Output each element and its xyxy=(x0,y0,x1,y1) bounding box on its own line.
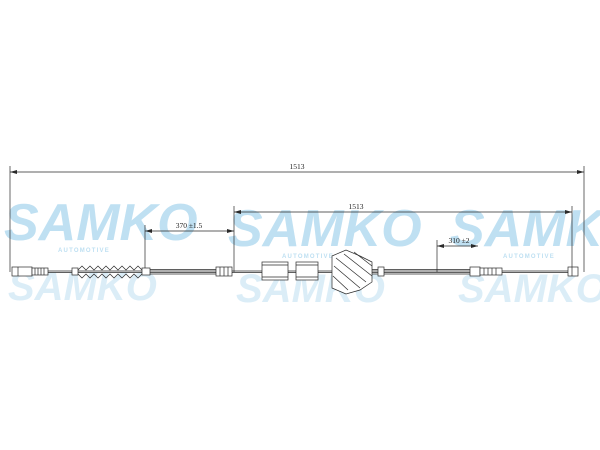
watermark-tagline: AUTOMOTIVE xyxy=(282,254,334,260)
left-threaded-rod xyxy=(31,267,49,276)
cable-assembly xyxy=(11,249,579,295)
grommet-left xyxy=(261,261,289,281)
grommet-right xyxy=(295,261,319,281)
watermark-brand: SAMKO xyxy=(228,200,422,258)
right-end-nipple xyxy=(567,266,579,277)
watermark-logo-center: SAMKO AUTOMOTIVE SAMKO xyxy=(228,200,422,311)
right-segment-dimension: 310 ±2 xyxy=(436,236,478,272)
overall-dimension: 1513 xyxy=(9,162,585,272)
watermark-brand: SAMKO xyxy=(450,200,600,258)
left-segment-label: 370 ±1.5 xyxy=(176,221,203,230)
inner-dimension: 1513 xyxy=(233,202,573,272)
right-collar xyxy=(377,266,385,277)
right-ferrule xyxy=(469,266,481,277)
watermark-logo-right: SAMKO AUTOMOTIVE SAMKO xyxy=(450,200,600,311)
watermark-brand: SAMKO xyxy=(4,194,198,252)
inner-length-label: 1513 xyxy=(349,202,364,211)
spiral-guide xyxy=(331,249,373,295)
watermark-logo-left: SAMKO AUTOMOTIVE SAMKO xyxy=(4,194,198,309)
left-segment-dimension: 370 ±1.5 xyxy=(144,221,234,272)
watermark-tagline: AUTOMOTIVE xyxy=(58,248,110,254)
boot-collar xyxy=(141,267,151,276)
left-sleeve xyxy=(71,267,79,276)
right-segment-label: 310 ±2 xyxy=(449,236,470,245)
corrugated-boot xyxy=(77,265,143,279)
right-threaded-rod xyxy=(479,267,503,276)
overall-length-label: 1513 xyxy=(290,162,305,171)
left-end-fitting xyxy=(11,266,33,277)
watermark-tagline: AUTOMOTIVE xyxy=(503,254,555,260)
